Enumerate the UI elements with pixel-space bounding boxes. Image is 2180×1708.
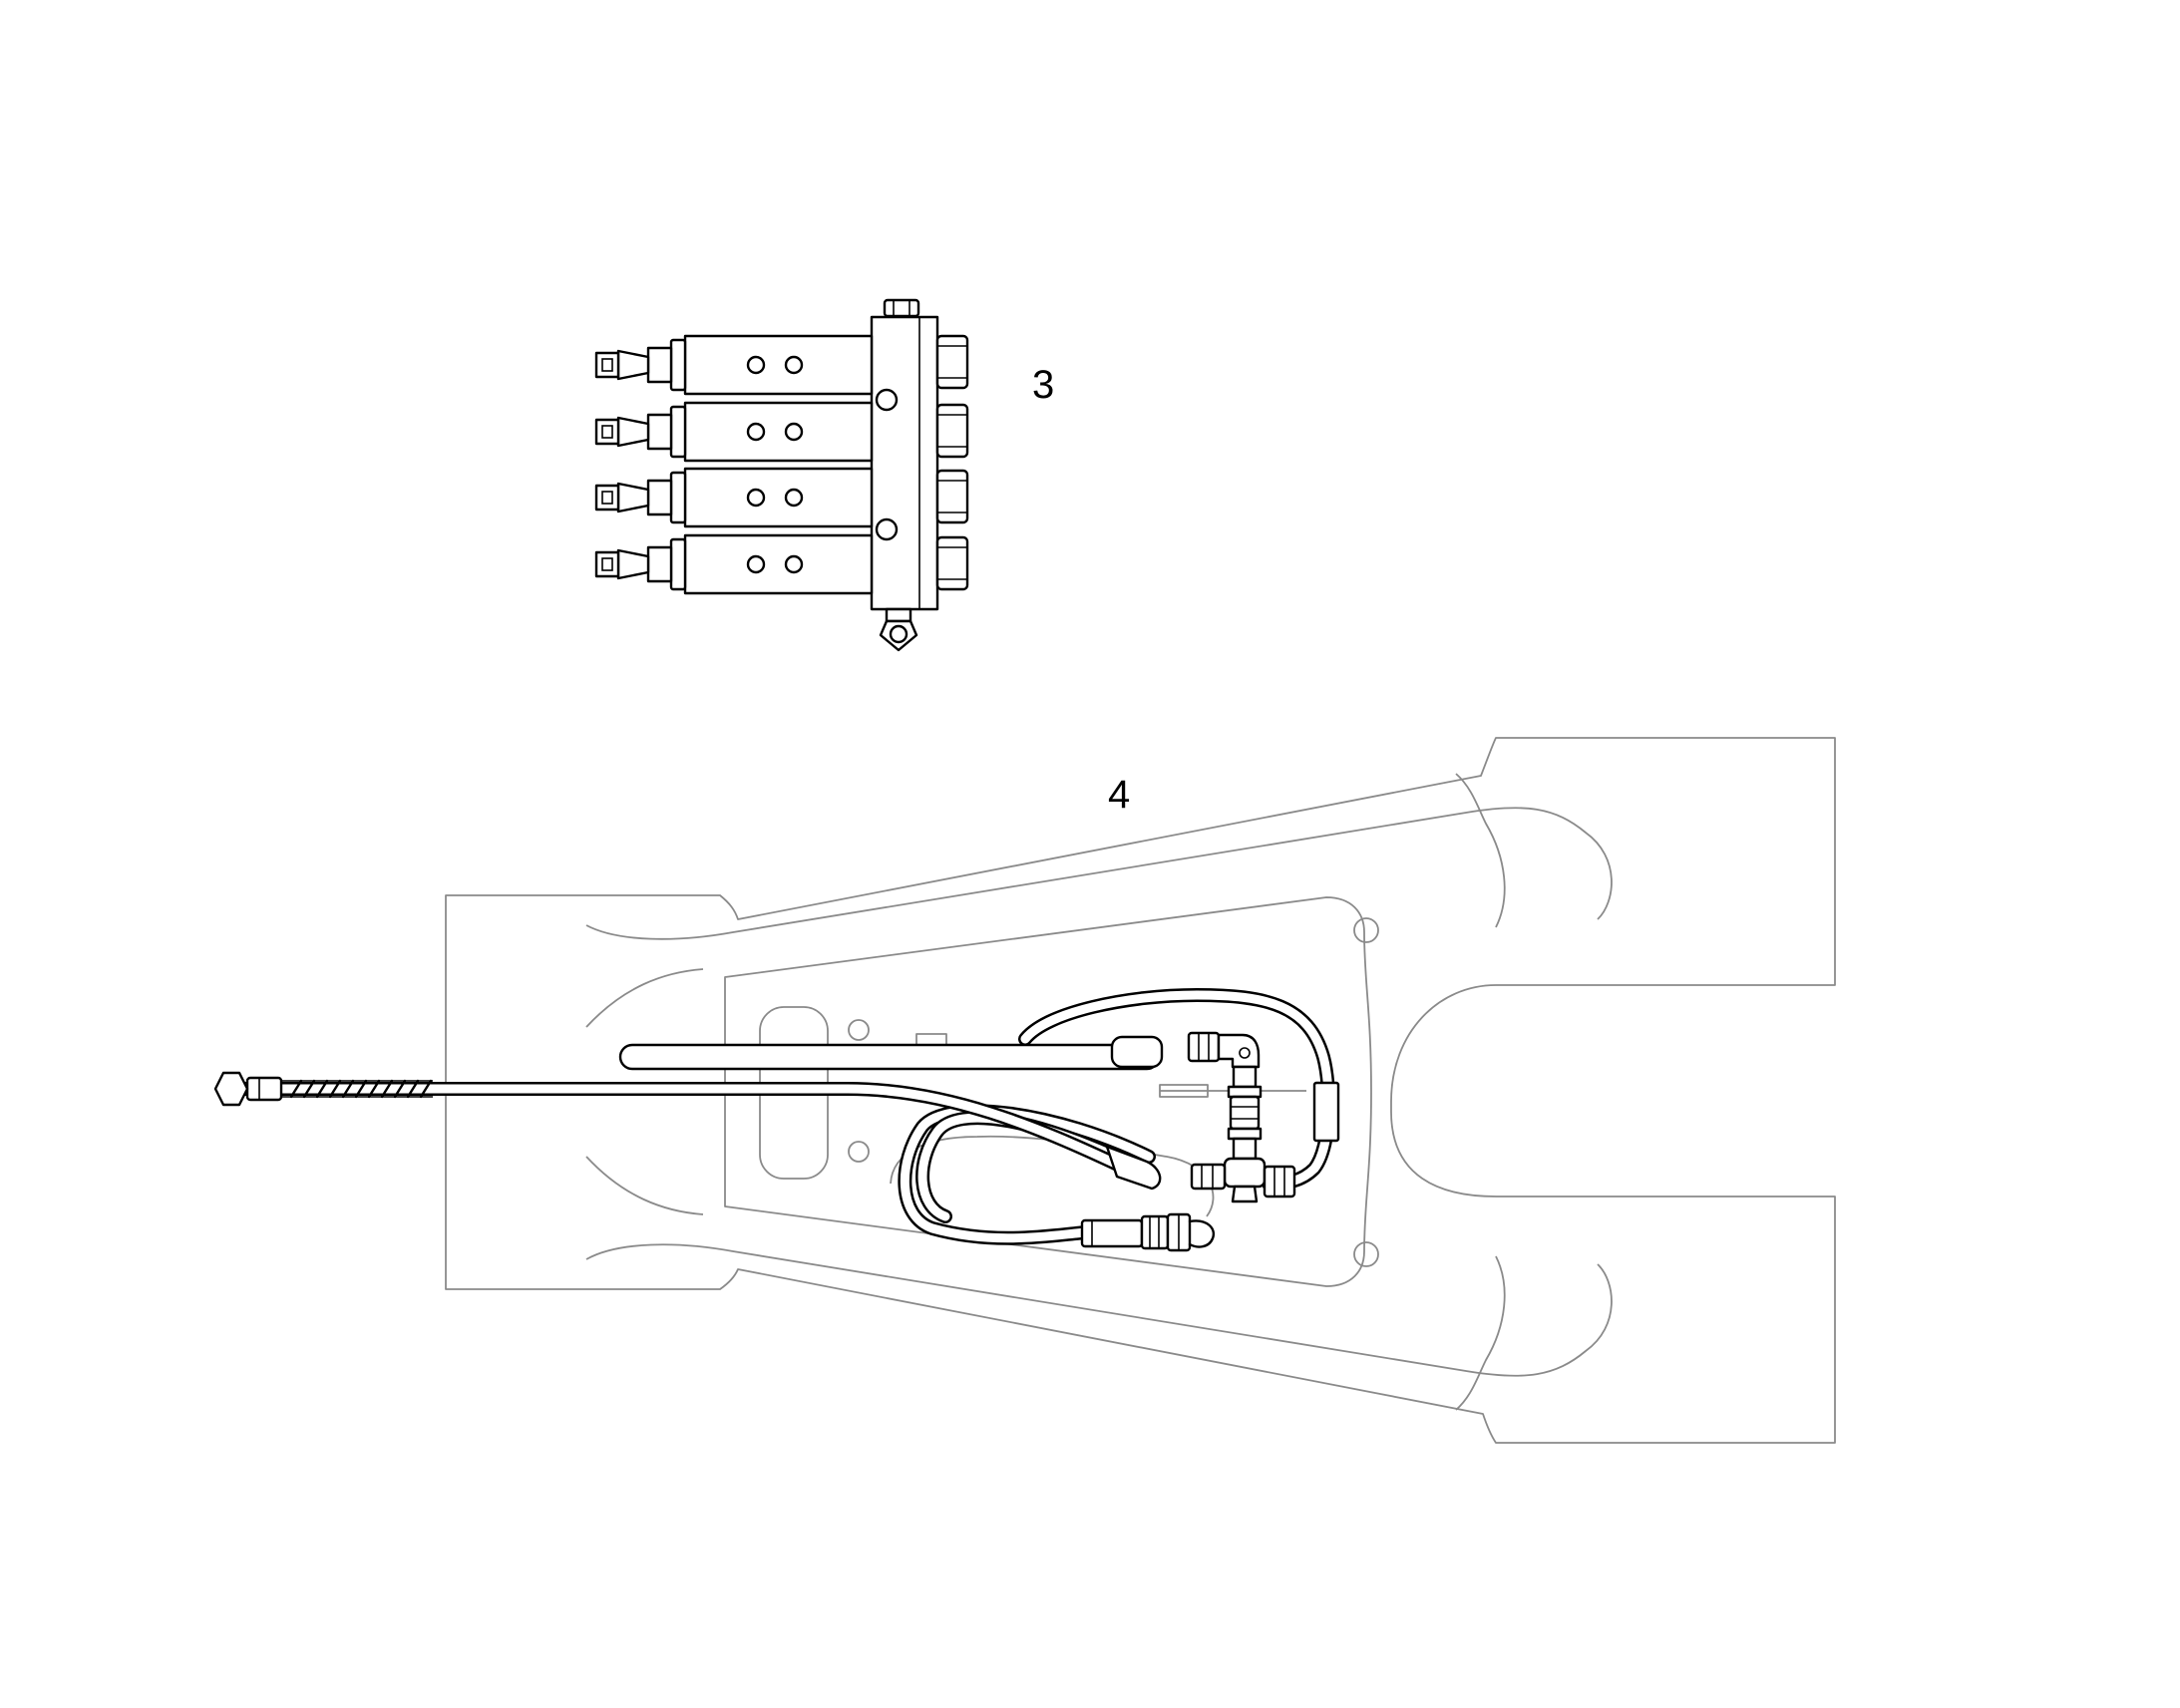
metering-section-4 — [594, 533, 874, 595]
spring-guard — [281, 1079, 433, 1099]
distributor-block — [594, 298, 969, 652]
hose-sleeve — [1312, 1081, 1340, 1143]
frame-outline — [445, 737, 1836, 1444]
loop-hose — [898, 988, 1336, 1245]
hose-assembly — [213, 988, 1340, 1252]
metering-section-1 — [594, 334, 874, 396]
metering-section-3 — [594, 467, 874, 528]
callout-3: 3 — [1032, 363, 1054, 407]
upper-elbow-fitting — [1110, 1031, 1261, 1069]
lower-fitting — [1080, 1212, 1216, 1252]
manifold-right-fittings — [935, 334, 969, 591]
hose-end-fitting — [213, 1071, 283, 1107]
callout-4: 4 — [1108, 773, 1130, 817]
metering-section-2 — [594, 401, 874, 463]
tee-assembly — [1190, 1065, 1296, 1203]
